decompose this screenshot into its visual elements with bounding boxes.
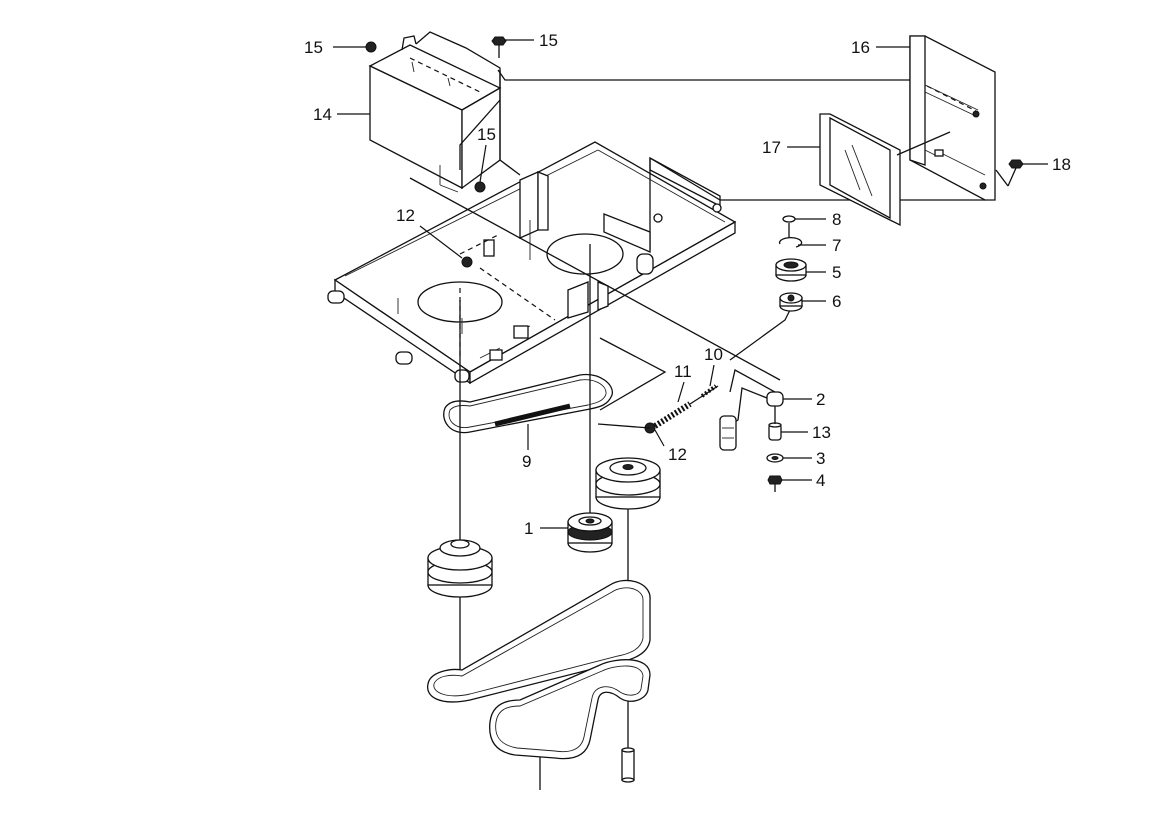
large-pulley-right: [595, 457, 661, 510]
callout-15-top: 15: [539, 31, 558, 50]
callout-10: 10: [704, 345, 723, 364]
lower-belt-long: [427, 579, 651, 703]
callout-11: 11: [674, 362, 692, 381]
part-8-cap: [782, 215, 796, 223]
part-4-bolt: [767, 475, 783, 492]
callout-1: 1: [524, 519, 533, 538]
callout-17: 17: [762, 138, 781, 157]
callout-5: 5: [832, 263, 841, 282]
part-15-bolt-left: [365, 41, 377, 53]
part-17-window-panel: [819, 113, 951, 227]
part-15-bolt-top: [491, 36, 507, 58]
lower-belt-short: [489, 659, 651, 760]
part-9-belt-upper: [443, 373, 613, 434]
pulley-left: [427, 539, 493, 598]
part-11-spring: [653, 401, 692, 429]
callout-4: 4: [816, 471, 825, 490]
callout-16: 16: [851, 38, 870, 57]
callout-12-lower: 12: [668, 445, 687, 464]
part-14-cover-box: [368, 31, 502, 193]
part-5-bearing: [775, 258, 807, 282]
callout-15-left: 15: [304, 38, 323, 57]
chassis-frame: [327, 141, 737, 385]
callout-12-upper: 12: [396, 206, 415, 225]
part-10-eyebolt: [689, 384, 719, 405]
part-16-shield-panel: [909, 35, 996, 201]
callout-8: 8: [832, 210, 841, 229]
part-1-pulley: [567, 512, 613, 553]
callout-7: 7: [832, 236, 841, 255]
part-12-nut-upper: [461, 256, 473, 268]
callout-2: 2: [816, 390, 825, 409]
callout-13: 13: [812, 423, 831, 442]
callout-6: 6: [832, 292, 841, 311]
callout-18: 18: [1052, 155, 1071, 174]
part-2-idler-arm: [719, 309, 791, 451]
bottom-bolt: [621, 747, 635, 783]
part-15-bolt-mid: [474, 181, 486, 193]
part-13-spacer: [768, 422, 782, 441]
part-18-bolt: [995, 159, 1024, 187]
part-6-bearing-lower: [779, 292, 803, 312]
callout-3: 3: [816, 449, 825, 468]
callout-9: 9: [522, 452, 531, 471]
callout-15-mid: 15: [477, 125, 496, 144]
part-3-washer: [766, 453, 784, 463]
callout-14: 14: [313, 105, 332, 124]
